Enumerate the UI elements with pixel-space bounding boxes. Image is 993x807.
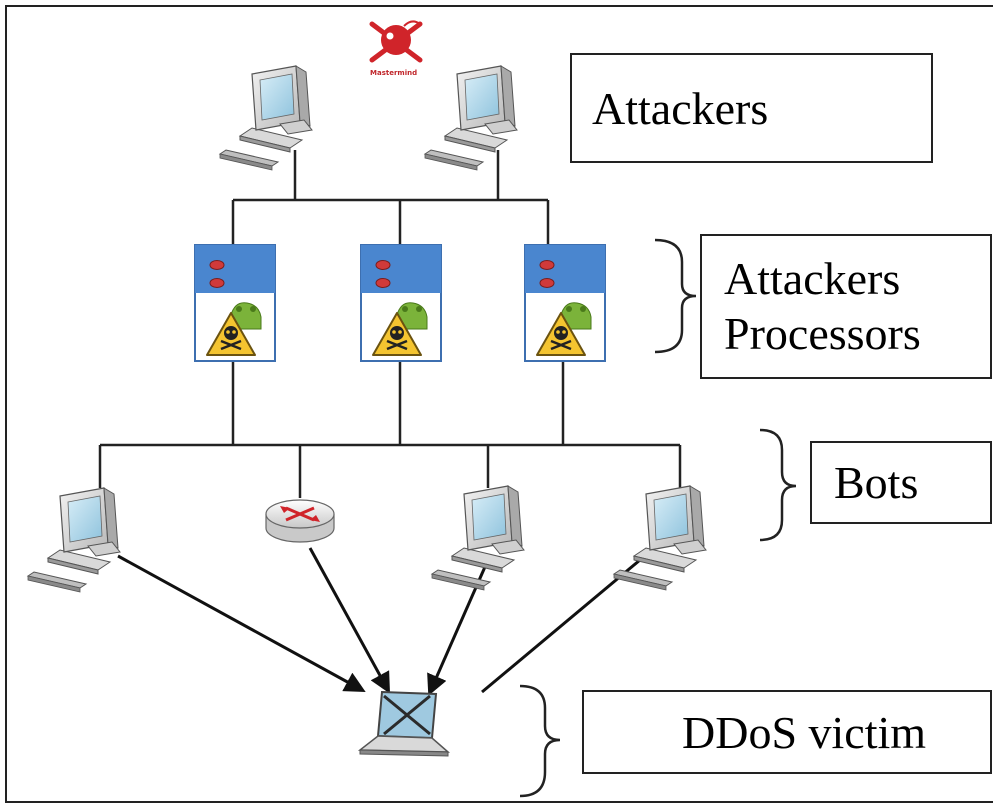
attackers-label-box: Attackers — [570, 53, 933, 163]
bot-router-icon — [265, 499, 335, 543]
processors-brace — [654, 238, 697, 354]
bot-computer-icon-2 — [431, 485, 525, 591]
attackers-label: Attackers — [592, 82, 769, 134]
processor-connections — [98, 360, 682, 498]
attacker-computer-icon-left — [219, 65, 313, 171]
processors-label-box: Attackers Processors — [700, 234, 992, 379]
victim-label: DDoS victim — [682, 706, 927, 758]
bots-label-box: Bots — [810, 441, 992, 524]
bot-computer-icon-1 — [27, 487, 121, 593]
victim-brace — [519, 684, 561, 798]
bots-brace — [759, 428, 797, 542]
victim-label-box: DDoS victim — [582, 690, 992, 774]
diagram-frame — [5, 5, 993, 803]
processor-server-icon-2 — [359, 243, 443, 363]
mastermind-label: Mastermind — [370, 69, 417, 77]
attacker-connections — [231, 150, 550, 246]
processor-server-icon-1 — [193, 243, 277, 363]
processors-label-line1: Attackers — [724, 253, 901, 305]
processor-server-icon-3 — [523, 243, 607, 363]
skull-bomb-icon: Mastermind — [369, 20, 423, 77]
bots-label: Bots — [834, 457, 919, 508]
attacker-computer-icon-right — [424, 65, 518, 171]
group-braces — [519, 238, 797, 798]
processors-label-line2: Processors — [724, 307, 921, 359]
bot-computer-icon-3 — [613, 485, 707, 591]
attack-arrows — [117, 547, 641, 696]
victim-laptop-icon — [357, 690, 451, 757]
